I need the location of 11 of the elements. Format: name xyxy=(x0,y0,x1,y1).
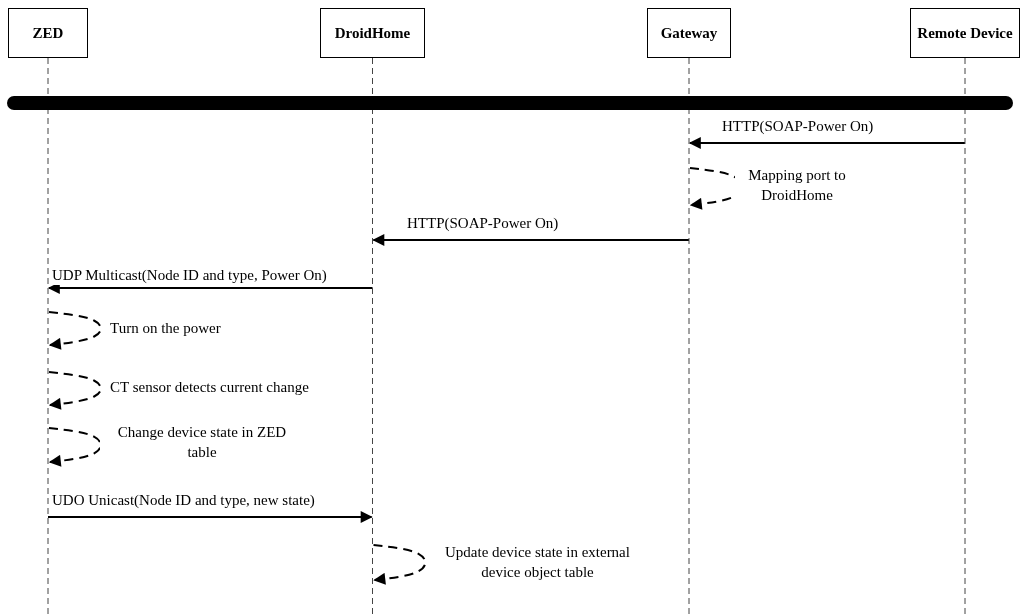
message-arrow xyxy=(372,234,690,246)
self-message-arrow xyxy=(48,427,102,467)
self-message-arrow xyxy=(48,371,102,410)
participant-box: DroidHome xyxy=(320,8,425,58)
self-message-arrow xyxy=(48,311,102,350)
participant-box: Remote Device xyxy=(910,8,1020,58)
message-arrow xyxy=(688,137,966,149)
participant-box: ZED xyxy=(8,8,88,58)
participant-box: Gateway xyxy=(647,8,731,58)
message-arrow xyxy=(47,511,373,523)
self-message-arrow xyxy=(372,544,427,585)
